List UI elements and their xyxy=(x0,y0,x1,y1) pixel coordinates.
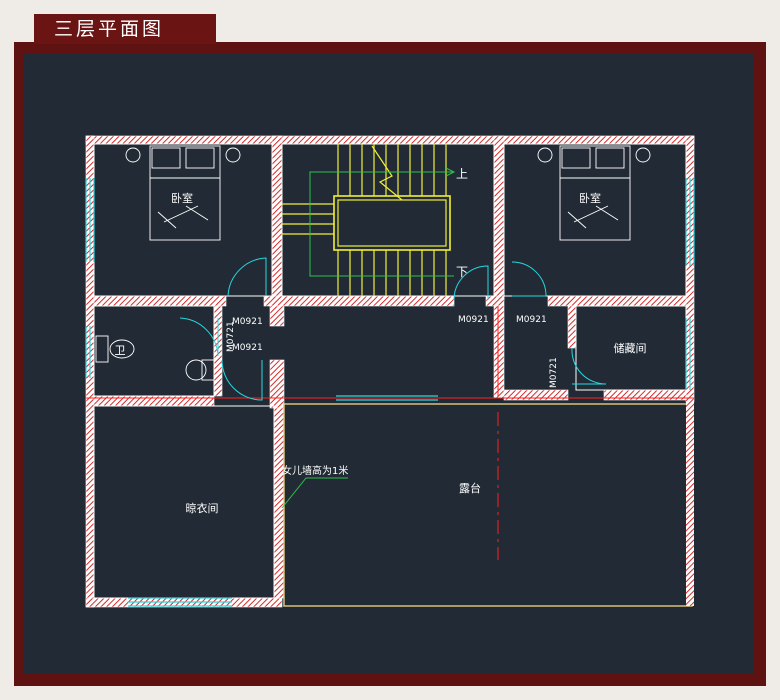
door-label: M0921 xyxy=(516,315,547,325)
interior-walls xyxy=(93,135,687,599)
bathroom-fixtures xyxy=(95,335,215,381)
door-swings xyxy=(179,257,607,401)
stair-up-label: 上 xyxy=(456,167,468,181)
page-title: 三层平面图 xyxy=(54,18,165,40)
drawing-canvas xyxy=(24,53,754,674)
door-label: M0921 xyxy=(232,317,263,327)
windows xyxy=(85,178,695,607)
annotation-leader xyxy=(281,477,348,509)
room-label-cloakroom: 晾衣间 xyxy=(186,501,219,515)
terrace-parapet xyxy=(283,400,694,607)
title-tab xyxy=(34,14,216,44)
room-label-bedroom-right: 卧室 xyxy=(579,191,601,205)
staircase xyxy=(282,144,451,296)
room-label-terrace: 露台 xyxy=(459,481,481,495)
bed-right xyxy=(537,145,651,241)
door-label: M0921 xyxy=(458,315,489,325)
room-label-bedroom-left: 卧室 xyxy=(171,191,193,205)
door-label: M0721 xyxy=(226,321,236,352)
door-label: M0921 xyxy=(232,343,263,353)
room-outlines xyxy=(93,143,687,599)
stair-direction-arrows xyxy=(309,167,456,277)
room-label-bathroom: 卫 xyxy=(115,344,126,357)
stair-down-label: 下 xyxy=(456,265,468,279)
exterior-walls xyxy=(85,135,695,608)
axis-lines xyxy=(86,306,694,560)
floor-plan-drawing: 上 下 卧室 卧室 卫 储藏间 晾衣间 露 xyxy=(85,135,695,608)
room-label-storage: 储藏间 xyxy=(614,341,647,355)
door-label: M0721 xyxy=(549,357,559,388)
bed-left xyxy=(125,145,241,241)
parapet-height-note: 女儿墙高为1米 xyxy=(282,464,348,477)
